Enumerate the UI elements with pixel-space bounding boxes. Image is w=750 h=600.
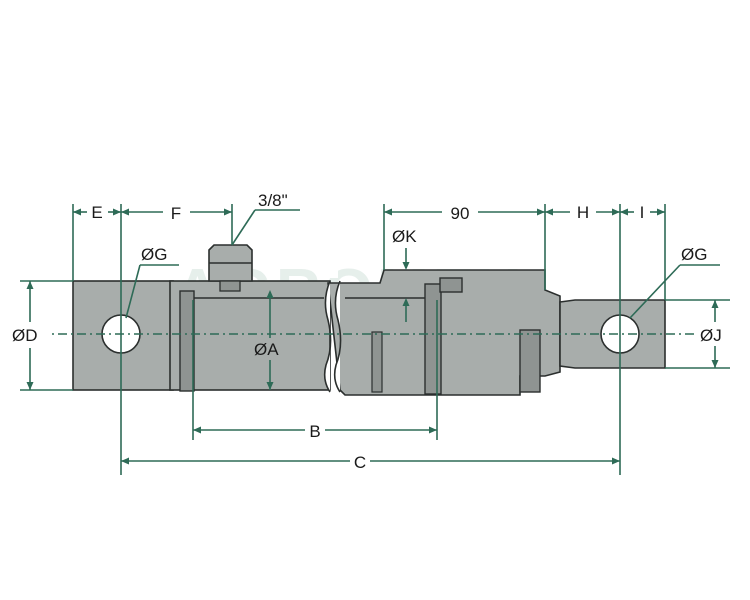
break-line-right <box>333 280 342 393</box>
dim-D <box>26 281 34 390</box>
dim-A <box>266 290 274 390</box>
dim-port <box>231 209 300 246</box>
label-J-bg <box>697 323 737 345</box>
leader-G-right <box>629 264 720 319</box>
dim-90 <box>384 208 545 216</box>
dim-J <box>711 300 719 368</box>
dim-C <box>121 457 620 465</box>
label-B: B <box>309 422 320 441</box>
break-line-left <box>323 280 332 393</box>
piston-seal <box>439 277 463 293</box>
extension-lines <box>20 204 730 475</box>
gland-ring <box>519 329 541 393</box>
dim-B <box>193 426 437 434</box>
dim-I <box>620 208 665 216</box>
label-A: ØA <box>254 340 279 359</box>
stop-ring <box>371 331 383 393</box>
label-90: 90 <box>451 204 470 223</box>
label-H: H <box>577 203 589 222</box>
label-port-size: 3/8" <box>258 191 288 210</box>
label-C: C <box>354 453 366 472</box>
label-E: E <box>91 203 102 222</box>
break-gap <box>326 270 338 278</box>
label-D-bg <box>10 323 50 345</box>
label-D: ØD <box>12 326 38 345</box>
label-I: I <box>640 203 645 222</box>
label-F: F <box>171 204 181 223</box>
label-G-left: ØG <box>141 245 167 264</box>
label-J: ØJ <box>700 326 722 345</box>
piston <box>424 283 442 395</box>
dim-E <box>73 208 121 216</box>
port-neck <box>219 280 241 292</box>
leader-G-left <box>125 264 179 319</box>
label-K: ØK <box>392 227 417 246</box>
label-G-right: ØG <box>681 245 707 264</box>
end-cap-inner <box>179 290 195 392</box>
dim-F <box>121 208 232 216</box>
dim-H <box>545 208 620 216</box>
dim-K <box>402 248 410 322</box>
